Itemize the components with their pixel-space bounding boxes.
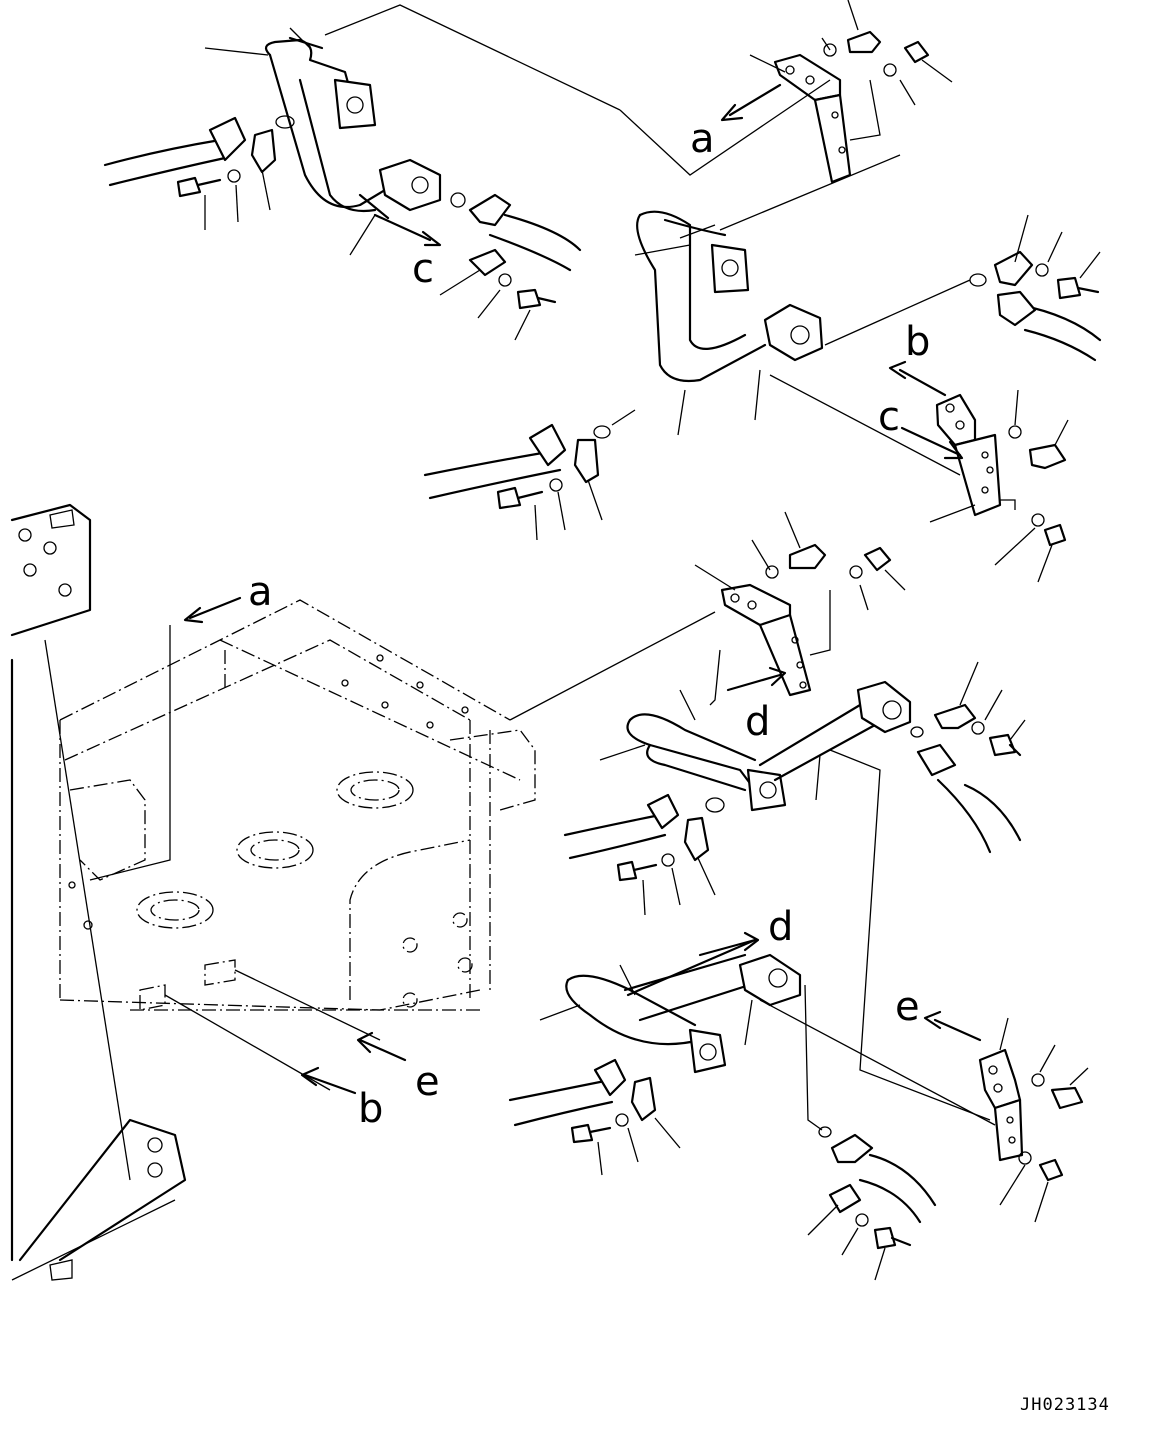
drawing-code: JH023134 bbox=[1020, 1395, 1110, 1415]
frame-labels: a b e bbox=[183, 569, 440, 1132]
bracket-b: b c bbox=[878, 319, 1069, 583]
ref-label-e-1: e bbox=[895, 984, 920, 1030]
ref-label-b-2: b bbox=[358, 1086, 383, 1132]
ref-label-a-2: a bbox=[248, 569, 273, 615]
ref-label-c-2: c bbox=[878, 394, 900, 440]
bracket-d: d bbox=[509, 511, 906, 745]
chassis-frame bbox=[10, 503, 536, 1281]
bracket-e: e bbox=[895, 984, 1089, 1223]
pipe-assembly-2 bbox=[423, 154, 1102, 541]
ref-label-a-1: a bbox=[690, 116, 715, 162]
pipe-assembly-4: d bbox=[508, 904, 996, 1281]
bracket-a: a bbox=[324, 0, 953, 184]
pipe-assembly-3 bbox=[563, 661, 1026, 1121]
pipe-assembly-1: c bbox=[103, 27, 582, 341]
ref-label-b-1: b bbox=[905, 319, 930, 365]
ref-label-e-2: e bbox=[415, 1059, 440, 1105]
ref-label-d-2: d bbox=[768, 904, 793, 950]
ref-label-c-1: c bbox=[412, 246, 434, 292]
ref-label-d-1: d bbox=[745, 699, 770, 745]
